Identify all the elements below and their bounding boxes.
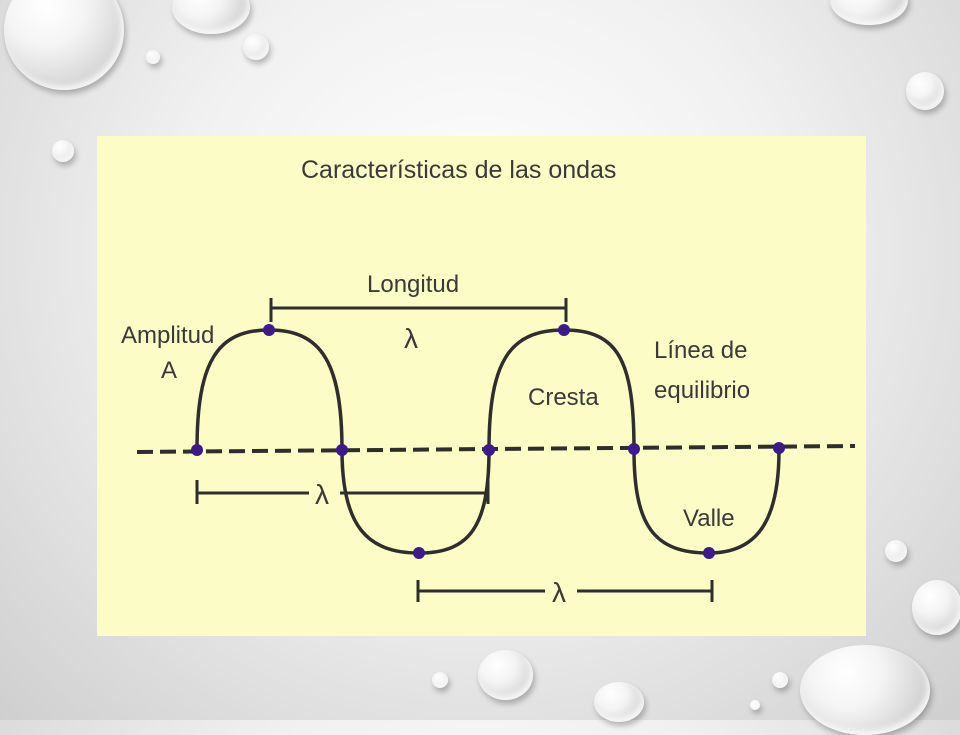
label-longitud: Longitud	[367, 271, 459, 298]
water-drop	[243, 34, 269, 60]
water-drop	[146, 50, 160, 64]
wavelength-bracket-top	[269, 298, 568, 322]
diagram-title: Características de las ondas	[301, 156, 616, 184]
water-drop	[830, 0, 908, 25]
equilibrium-point	[773, 442, 785, 454]
label-valle: Valle	[683, 505, 735, 532]
water-drop	[906, 72, 944, 110]
equilibrium-line	[136, 444, 856, 454]
label-lambda-bottom: λ	[552, 577, 566, 608]
water-drop	[478, 650, 533, 700]
wavelength-bracket-bottom	[416, 580, 714, 602]
crest-point	[263, 324, 275, 336]
water-drop	[52, 140, 74, 162]
trough-point	[413, 547, 425, 559]
label-amplitud: Amplitud	[121, 322, 214, 349]
water-drop	[4, 0, 124, 90]
label-lambda-top: λ	[404, 323, 418, 354]
label-linea-de: Línea de	[654, 337, 747, 364]
water-drop	[800, 645, 930, 735]
wave-figure: Características de las ondas	[97, 136, 866, 636]
wave-points	[191, 324, 785, 559]
equilibrium-point	[191, 444, 203, 456]
slide-background: Características de las ondas	[4, 0, 960, 735]
water-drop	[594, 682, 644, 722]
water-drop	[172, 0, 250, 34]
wavelength-bracket-middle	[195, 480, 490, 504]
equilibrium-point	[336, 444, 348, 456]
label-cresta: Cresta	[528, 384, 599, 411]
label-amplitud-symbol: A	[161, 357, 177, 384]
water-drop	[750, 700, 760, 710]
equilibrium-point	[628, 443, 640, 455]
label-equilibrio: equilibrio	[654, 377, 750, 404]
water-drop	[885, 540, 907, 562]
water-drop	[772, 672, 788, 688]
water-drop	[912, 580, 960, 635]
trough-point	[703, 547, 715, 559]
label-lambda-middle: λ	[315, 479, 329, 510]
wave-diagram: Características de las ondas	[121, 156, 856, 608]
water-drop	[432, 672, 448, 688]
equilibrium-point	[483, 444, 495, 456]
crest-point	[558, 324, 570, 336]
